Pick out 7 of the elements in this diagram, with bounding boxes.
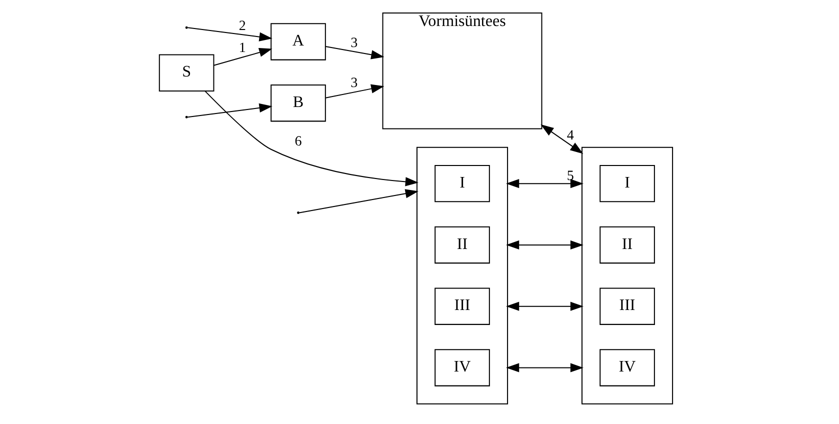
edge-label: 4 (566, 127, 574, 143)
edge-label: 2 (238, 17, 246, 34)
edge-label: 3 (350, 74, 358, 91)
edge-label: 1 (238, 39, 246, 56)
edge-label: 5 (566, 167, 574, 184)
edge-label: 6 (294, 133, 302, 150)
edge-label: 3 (350, 34, 358, 50)
